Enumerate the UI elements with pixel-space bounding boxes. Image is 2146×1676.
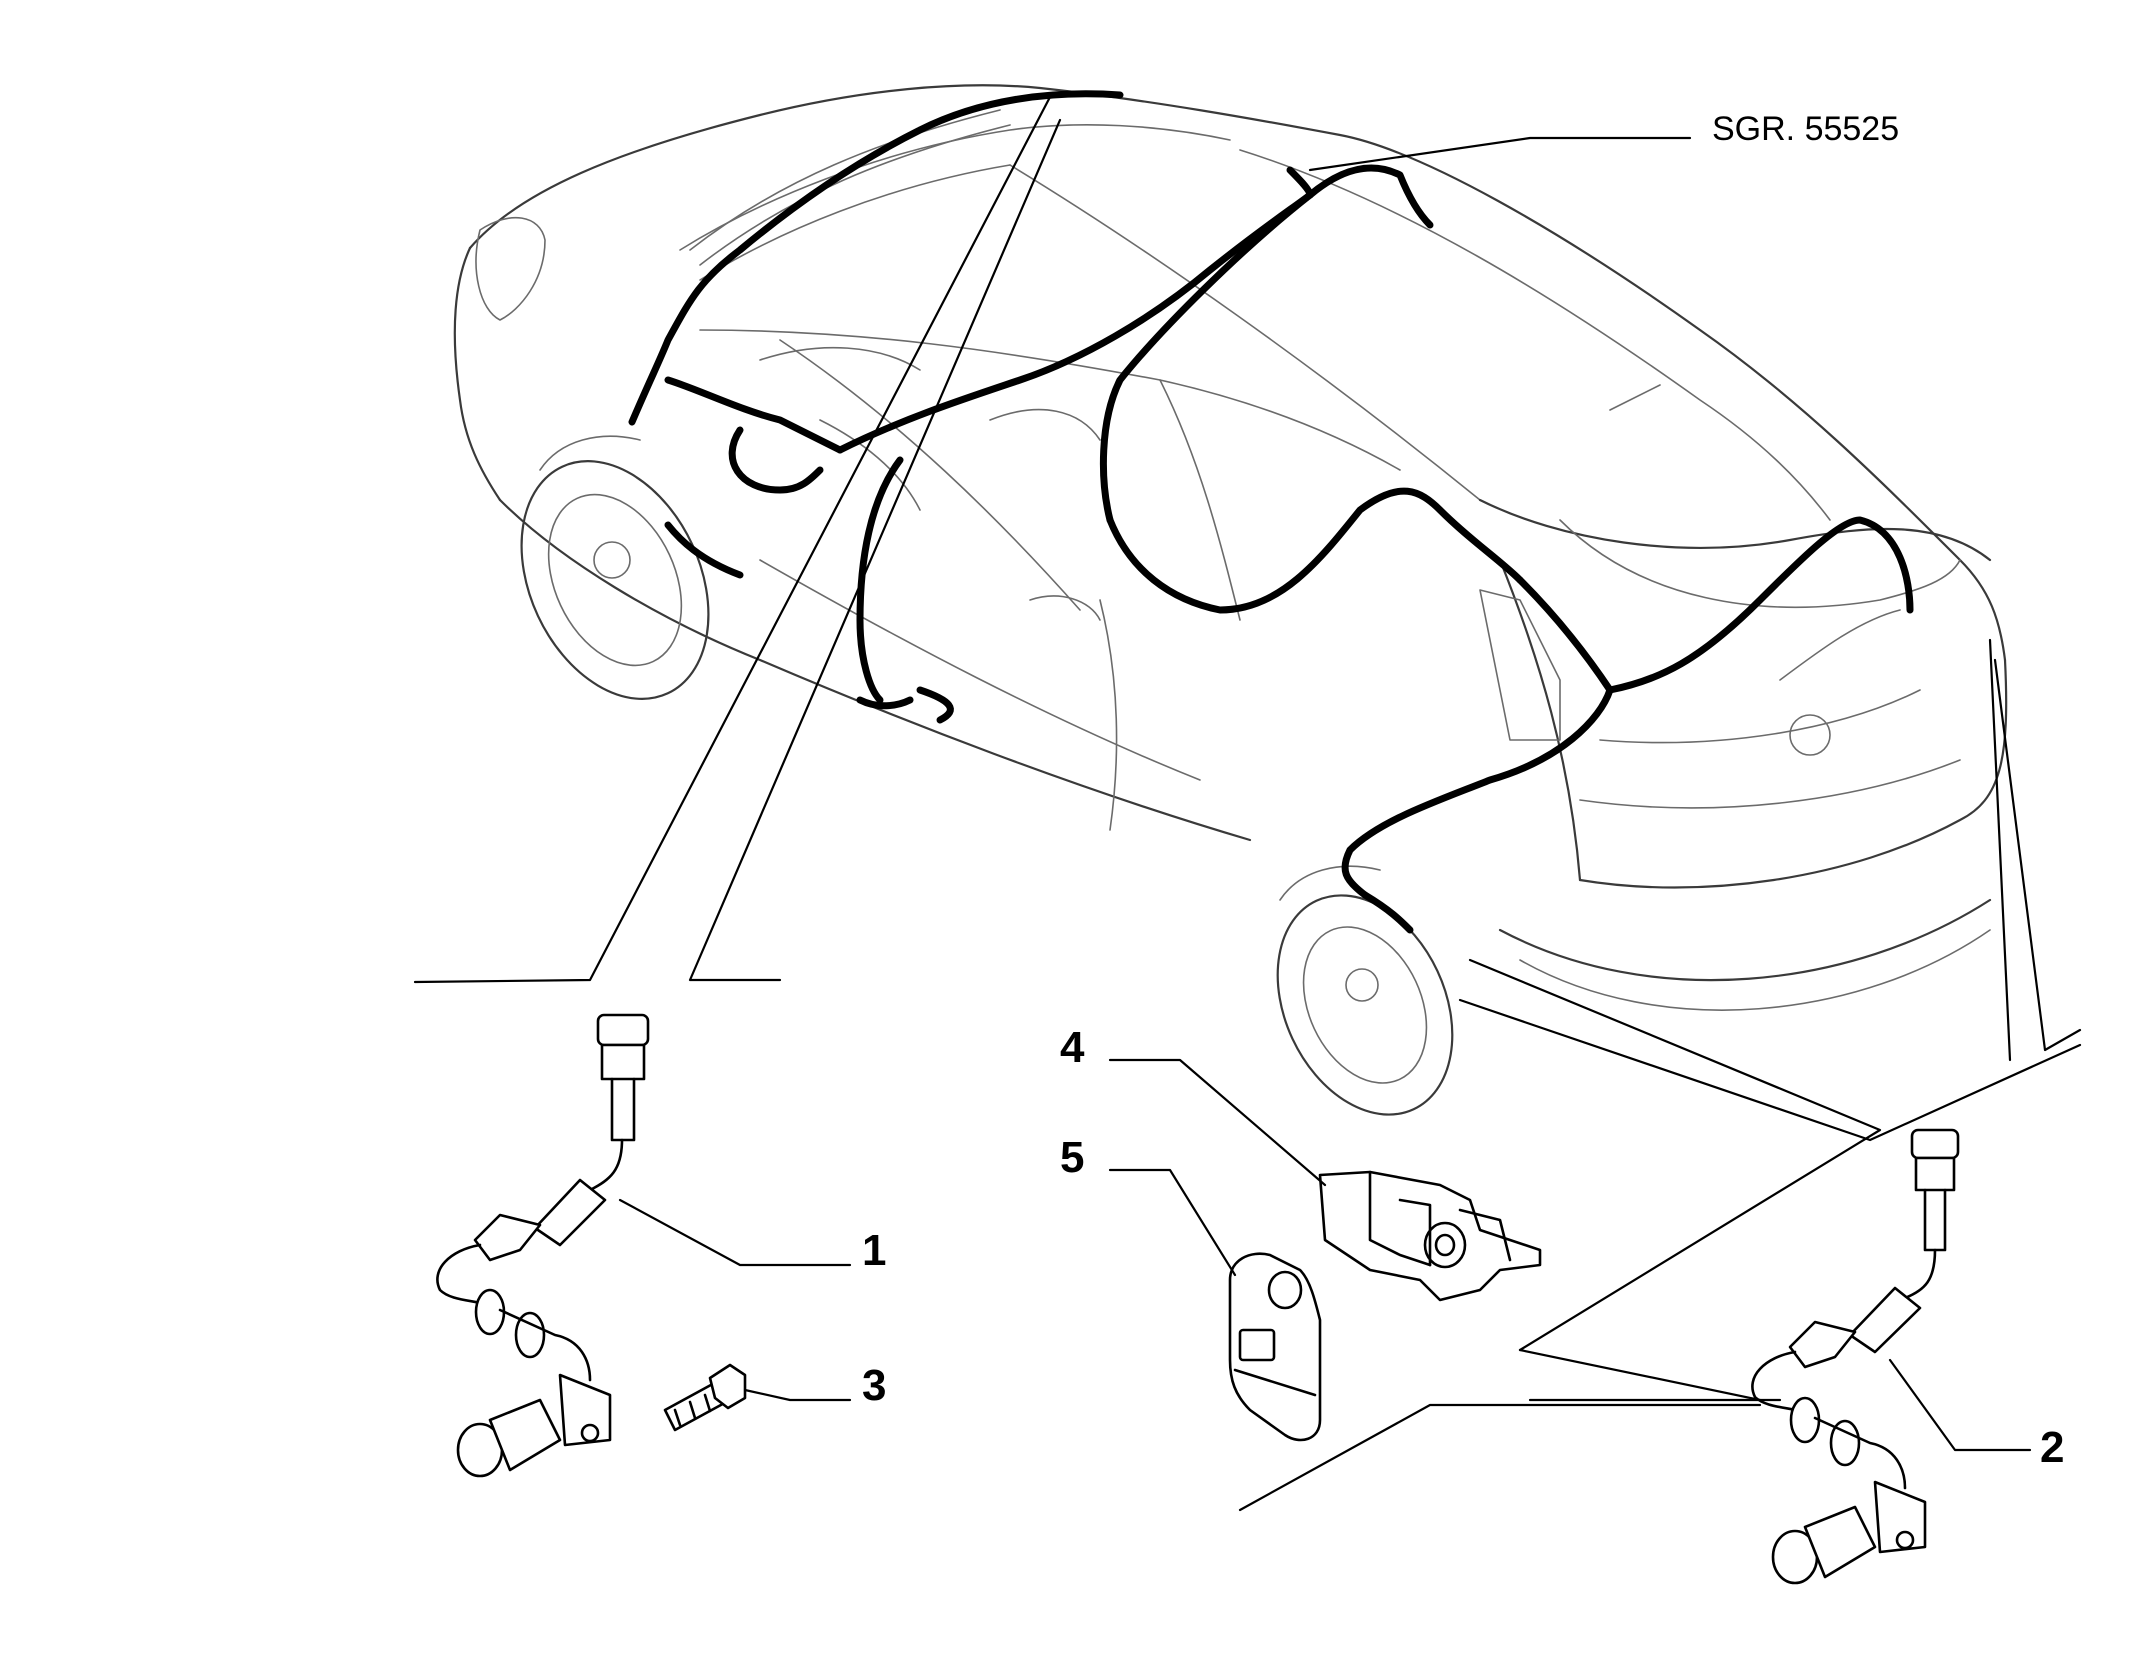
bolt-part-3: 3 (663, 1361, 886, 1432)
callout-4: 4 (1060, 1023, 1085, 1072)
sensor-part-2: 2 (1751, 1128, 2064, 1585)
bracket-part-4: 4 (1060, 1023, 1542, 1302)
drawing-reference: SGR. 55525 (1712, 110, 1899, 148)
callout-1: 1 (862, 1226, 886, 1275)
car-outline (453, 84, 2008, 1116)
plate-part-5: 5 (1060, 1133, 1322, 1442)
callout-3: 3 (862, 1361, 886, 1410)
sensor-part-1: 1 (436, 1013, 886, 1478)
reference-lines (413, 95, 2082, 1512)
callout-5: 5 (1060, 1133, 1084, 1182)
callout-2: 2 (2040, 1423, 2064, 1472)
wiring-harness (628, 90, 1914, 934)
